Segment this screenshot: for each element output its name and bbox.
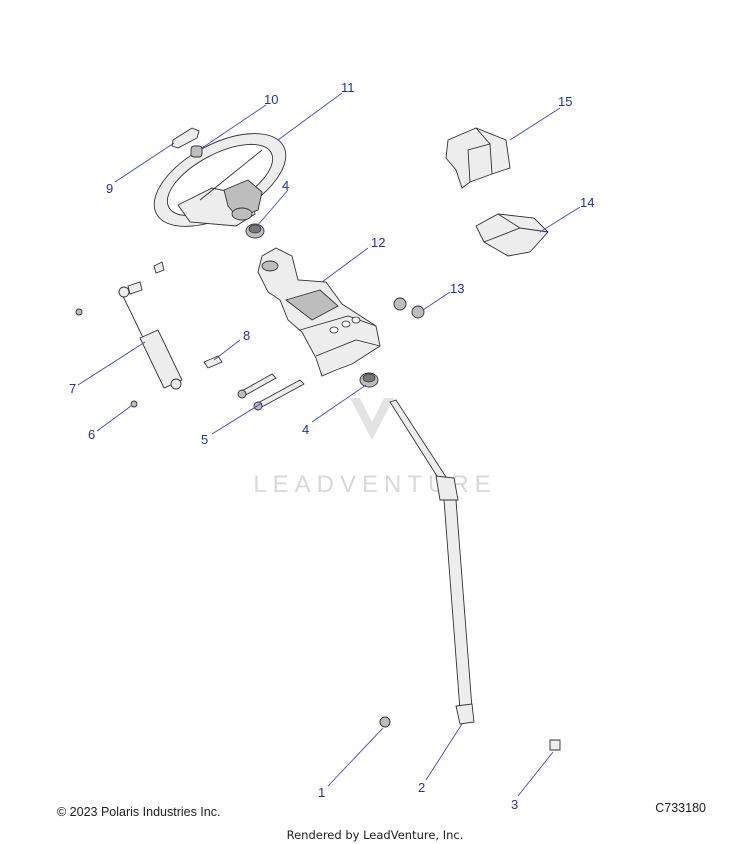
diagram-id: C733180 [655, 801, 706, 815]
part-10-bushing [190, 145, 203, 158]
callout-6[interactable]: 6 [88, 427, 95, 442]
callout-11[interactable]: 11 [341, 80, 355, 95]
callout-10[interactable]: 10 [264, 92, 278, 107]
leader-lines [77, 92, 581, 797]
part-5-long-bolts [237, 373, 305, 411]
part-9-bezel [171, 127, 200, 149]
callout-12[interactable]: 12 [371, 235, 385, 250]
part-4-grommet-lower [359, 372, 379, 388]
copyright-notice: © 2023 Polaris Industries Inc. [57, 805, 221, 819]
callout-1[interactable]: 1 [318, 785, 325, 800]
part-13-nuts [393, 297, 425, 319]
callout-7[interactable]: 7 [69, 381, 76, 396]
callout-13[interactable]: 13 [450, 281, 464, 296]
callout-5[interactable]: 5 [201, 432, 208, 447]
callout-2[interactable]: 2 [418, 780, 425, 795]
part-3-bolt [549, 739, 561, 751]
part-12-column-bracket [257, 247, 381, 377]
part-14-lower-shroud [475, 213, 549, 257]
callouts: 1 2 3 4 4 5 6 7 8 9 10 11 12 13 14 15 [69, 80, 594, 812]
part-7-gas-strut [118, 281, 183, 390]
strut-fasteners [75, 261, 165, 408]
callout-4-lower[interactable]: 4 [302, 422, 309, 437]
rendered-by-credit: Rendered by LeadVenture, Inc. [286, 828, 464, 842]
watermark-logo-icon [350, 398, 394, 440]
part-15-upper-shroud [445, 127, 511, 189]
callout-15[interactable]: 15 [558, 94, 572, 109]
watermark: LEADVENTURE [253, 398, 496, 498]
callout-8[interactable]: 8 [243, 328, 250, 343]
callout-9[interactable]: 9 [106, 181, 113, 196]
callout-4-upper[interactable]: 4 [282, 178, 289, 193]
callout-3[interactable]: 3 [511, 797, 518, 812]
part-2-steering-shaft [389, 399, 475, 725]
steering-wheel [153, 133, 287, 227]
callout-14[interactable]: 14 [580, 195, 594, 210]
watermark-text: LEADVENTURE [253, 471, 496, 498]
part-8-bolt [203, 355, 223, 369]
part-1-nut [379, 716, 391, 728]
part-4-grommet-upper [245, 223, 265, 239]
